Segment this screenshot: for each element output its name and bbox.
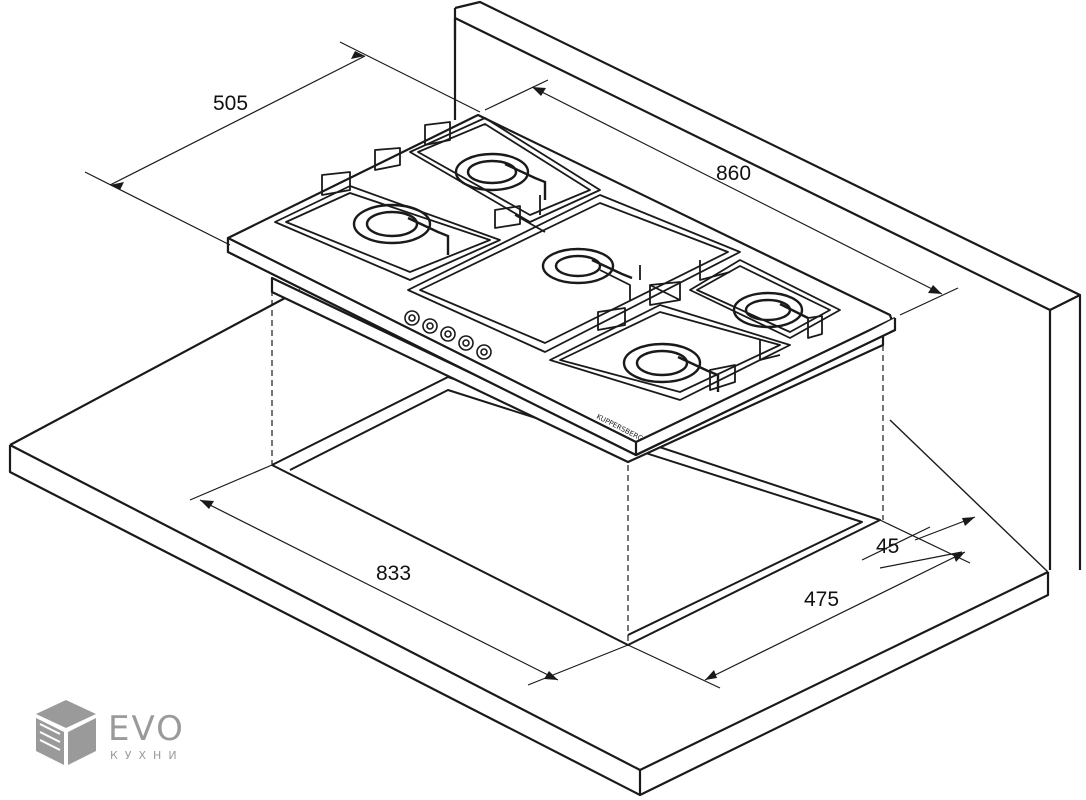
control-knobs <box>404 310 492 360</box>
dimension-arrows <box>110 51 975 680</box>
burners <box>352 152 809 392</box>
back-wall <box>453 0 1082 570</box>
grid-front-right <box>549 304 791 401</box>
dim-cutout-depth-label: 475 <box>804 588 839 611</box>
grid-rear-left <box>409 117 601 223</box>
worktop <box>8 289 1050 797</box>
hob-body <box>226 113 897 464</box>
projection-lines <box>271 290 884 645</box>
burner-rear-left <box>454 152 547 200</box>
logo-subtitle: КУХНИ <box>110 749 184 762</box>
cube-icon <box>36 700 96 765</box>
dimension-labels: 505 860 833 475 45 <box>213 92 899 611</box>
grid-rear-right <box>689 259 841 339</box>
knob-4-icon <box>458 335 474 351</box>
dim-cutout-width-label: 833 <box>376 562 411 585</box>
evo-logo: EVO КУХНИ <box>36 700 185 765</box>
dim-edge-offset-label: 45 <box>876 535 899 558</box>
knob-1-icon <box>404 310 420 326</box>
logo-name: EVO <box>108 709 185 749</box>
knob-2-icon <box>422 318 438 334</box>
burner-rear-right <box>732 291 809 329</box>
dim-depth-label: 505 <box>213 92 248 115</box>
knob-3-icon <box>440 326 456 342</box>
burner-front-left <box>352 203 450 255</box>
pan-supports <box>274 117 841 401</box>
burner-front-right <box>622 342 720 392</box>
dim-width-label: 860 <box>716 162 751 185</box>
burner-center <box>541 247 633 285</box>
grid-front-left <box>274 185 501 281</box>
knob-5-icon <box>476 344 492 360</box>
